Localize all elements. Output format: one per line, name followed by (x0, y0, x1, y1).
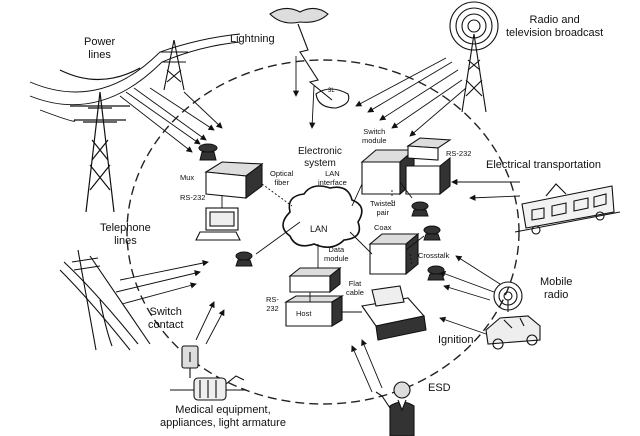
label-electronic-system: Electronic system (298, 146, 342, 169)
power-line-wires (29, 33, 241, 122)
mux-box (204, 161, 264, 200)
host-box (284, 295, 344, 327)
label-ignition: Ignition (438, 334, 474, 346)
label-lan: LAN (310, 224, 328, 234)
switch-module-box (360, 148, 416, 196)
label-optical-fiber: Optical fiber (270, 169, 294, 187)
label-coax: Coax (374, 223, 392, 232)
power-tower-icon (59, 67, 141, 213)
label-lightning: Lightning (230, 33, 275, 45)
telephone-icon-5 (427, 265, 445, 281)
label-rs232-bottom: RS- 232 (266, 295, 279, 313)
label-mux: Mux (180, 173, 195, 182)
label-flat-cable: Flat cable (346, 279, 364, 297)
label-esd: ESD (428, 382, 451, 394)
label-lan-interface: LAN interface (318, 169, 347, 187)
label-switch-module: Switch module (362, 127, 387, 145)
tram-icon (514, 183, 621, 235)
printer-icon (361, 285, 427, 341)
telephone-pole-icon (59, 249, 151, 351)
motor-icon (170, 375, 246, 401)
system-boundary-ellipse (126, 59, 520, 405)
car-icon (485, 315, 541, 350)
label-power-lines: Power lines (84, 36, 116, 61)
telephone-icon-3 (411, 201, 429, 217)
label-crosstalk: Crosstalk (418, 251, 450, 260)
computer-terminal-icon (195, 207, 241, 241)
lan-cloud (282, 185, 363, 248)
cables (221, 181, 425, 313)
crosstalk-box (368, 232, 420, 276)
label-lightning-strike-mark: 3L (328, 88, 335, 94)
label-rs232-right: RS-232 (446, 149, 472, 158)
label-twisted-pair: Twisted pair (370, 199, 396, 217)
monitor-box (405, 137, 452, 196)
switch-icon (181, 345, 199, 378)
label-electrical-transportation: Electrical transportation (486, 159, 601, 171)
label-telephone-lines: Telephone lines (100, 222, 151, 247)
label-mobile-radio: Mobile radio (540, 276, 573, 301)
label-switch-contact: Switch contact (148, 306, 184, 331)
telephone-icon-4 (423, 225, 441, 241)
data-module-box (288, 266, 342, 294)
label-medical-equipment: Medical equipment, appliances, light arm… (160, 404, 286, 429)
label-rs232-left: RS-232 (180, 193, 206, 202)
lightning-icon (269, 7, 350, 109)
telephone-icon (198, 143, 218, 161)
interference-arrows (115, 56, 521, 393)
label-host: Host (296, 309, 312, 318)
esd-person-icon (375, 381, 415, 436)
label-data-module: Data module (324, 245, 349, 263)
telephone-icon-2 (235, 251, 253, 267)
label-radio-tv-broadcast: Radio and television broadcast (506, 14, 604, 39)
broadcast-tower-icon (449, 1, 499, 113)
mobile-radio-antenna-icon (493, 281, 523, 312)
